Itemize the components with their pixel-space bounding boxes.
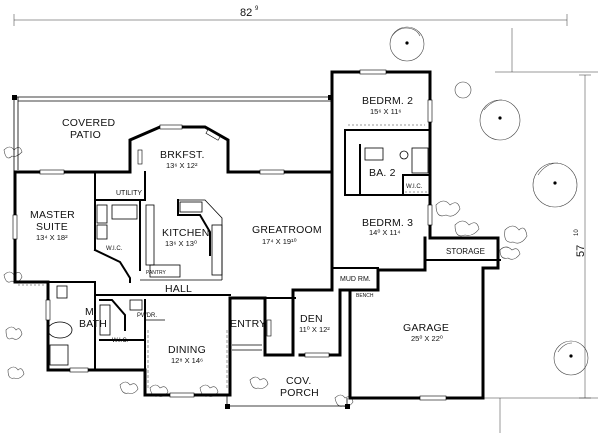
brkfst-label: BRKFST. — [160, 149, 205, 161]
ba2-label: BA. 2 — [369, 167, 396, 179]
bedrm3-dims: 14⁰ X 11⁴ — [369, 228, 401, 237]
overall-depth-label: 57 — [575, 245, 587, 257]
windows — [12, 69, 447, 401]
greatroom-label: GREATROOM — [252, 224, 322, 236]
greatroom-dims: 17⁴ X 19¹⁰ — [262, 237, 297, 246]
room-utility: UTILITY — [116, 190, 142, 197]
pantry-label: PANTRY — [146, 270, 166, 276]
overall-width-dimension: 82 9 — [13, 6, 568, 26]
wic-bed-label: W.I.C. — [406, 184, 423, 190]
bench-label: BENCH — [356, 293, 374, 299]
room-bedrm3: BEDRM. 3 14⁰ X 11⁴ — [362, 217, 413, 237]
room-labels: COVERED PATIO BRKFST. 13⁶ X 12² BEDRM. 2… — [30, 95, 485, 399]
kitchen-label: KITCHEN — [162, 227, 210, 239]
room-hall: HALL — [165, 283, 192, 295]
mudrm-label: MUD RM. — [340, 276, 371, 283]
dining-label: DINING — [168, 344, 206, 356]
kitchen-dims: 13⁶ X 13⁰ — [165, 239, 197, 248]
master-line1: MASTER — [30, 209, 75, 221]
interior-walls — [14, 129, 501, 396]
brkfst-dims: 13⁶ X 12² — [166, 161, 198, 170]
dining-dims: 12⁸ X 14⁶ — [171, 356, 203, 365]
room-greatroom: GREATROOM 17⁴ X 19¹⁰ — [252, 224, 322, 246]
storage-label: STORAGE — [446, 247, 485, 256]
mbath-line2: BATH — [79, 318, 107, 330]
room-cov-porch: COV. PORCH — [280, 375, 319, 399]
master-line2: SUITE — [36, 221, 68, 233]
wic-bath-label: W.I.C. — [112, 338, 129, 344]
overall-depth-sup: 10 — [574, 229, 580, 236]
room-storage: STORAGE — [446, 247, 485, 256]
room-den: DEN 11⁰ X 12² — [299, 313, 330, 334]
pwdr-label: PWDR. — [137, 313, 157, 319]
entry-label: ENTRY — [230, 318, 266, 330]
room-kitchen: KITCHEN 13⁶ X 13⁰ — [162, 227, 210, 248]
cov-porch-line1: COV. — [286, 375, 312, 387]
covered-patio-line2: PATIO — [70, 129, 101, 141]
bedrm2-dims: 15⁶ X 11⁶ — [370, 107, 401, 116]
room-brkfst: BRKFST. 13⁶ X 12² — [160, 149, 205, 170]
bedrm2-label: BEDRM. 2 — [362, 95, 413, 107]
room-entry: ENTRY — [230, 318, 266, 330]
overall-depth-dimension: 57 10 — [574, 74, 591, 399]
wic-master-label: W.I.C. — [106, 246, 123, 252]
room-garage: GARAGE 25⁰ X 22⁰ — [403, 322, 449, 343]
fixtures — [18, 124, 429, 390]
covered-patio-line1: COVERED — [62, 117, 116, 129]
room-bedrm2: BEDRM. 2 15⁶ X 11⁶ — [362, 95, 413, 116]
room-mbath: M. BATH — [79, 306, 107, 330]
bedrm3-label: BEDRM. 3 — [362, 217, 413, 229]
den-dims: 11⁰ X 12² — [299, 325, 330, 334]
garage-label: GARAGE — [403, 322, 449, 334]
room-ba2: BA. 2 — [369, 167, 396, 179]
garage-dims: 25⁰ X 22⁰ — [411, 334, 443, 343]
landscaping — [3, 26, 589, 407]
mbath-line1: M. — [85, 306, 97, 318]
cov-porch-line2: PORCH — [280, 387, 319, 399]
room-mudrm: MUD RM. — [340, 276, 371, 283]
hall-label: HALL — [165, 283, 192, 295]
overall-width-label: 82 — [240, 7, 252, 19]
overall-width-sup: 9 — [255, 6, 259, 12]
room-master-suite: MASTER SUITE 13⁴ X 18² — [30, 209, 75, 242]
master-dims: 13⁴ X 18² — [36, 233, 68, 242]
utility-label: UTILITY — [116, 190, 142, 197]
den-label: DEN — [300, 313, 323, 325]
room-covered-patio: COVERED PATIO — [62, 117, 116, 141]
room-dining: DINING 12⁸ X 14⁶ — [168, 344, 206, 365]
